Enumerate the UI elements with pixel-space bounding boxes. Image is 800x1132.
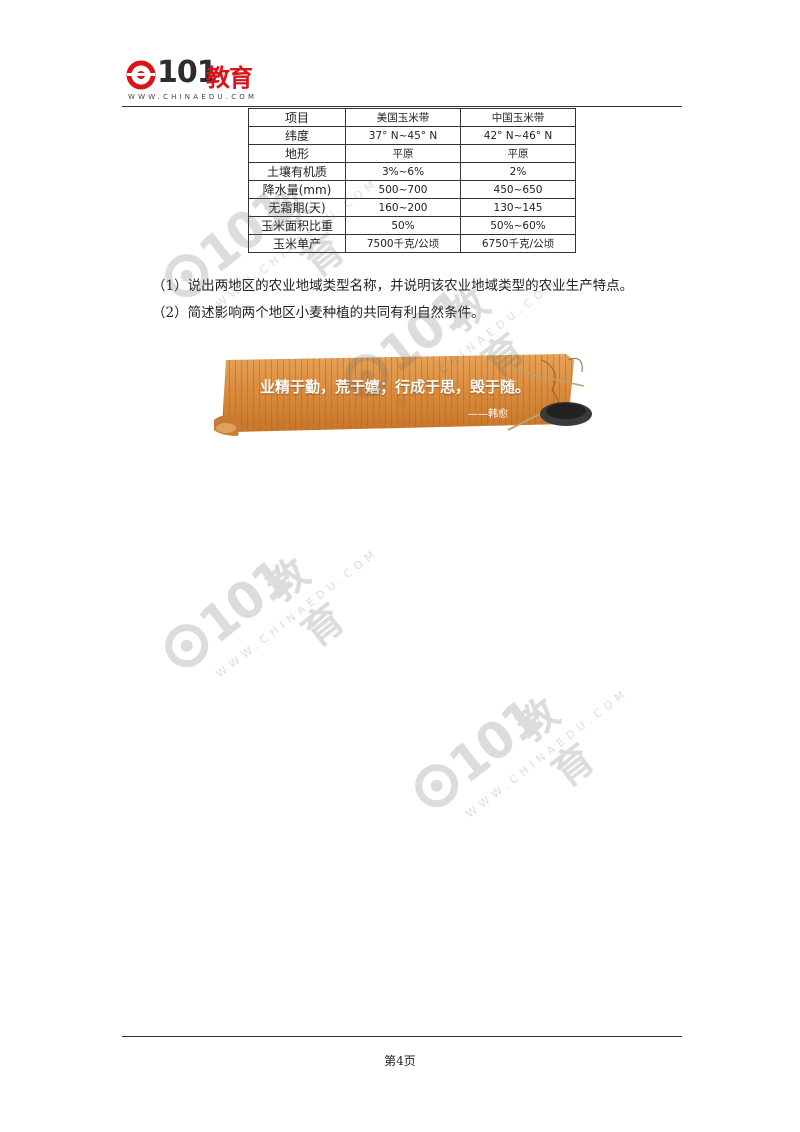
table-row: 降水量(mm) 500~700 450~650 <box>248 180 576 199</box>
bamboo-scroll-icon <box>214 354 592 436</box>
table-row: 玉米单产 7500千克/公顷 6750千克/公顷 <box>248 234 576 253</box>
page-header: 101 教育 WWW.CHINAEDU.COM <box>122 55 682 108</box>
table-cell: 平原 <box>345 144 461 163</box>
watermark-ring-icon <box>345 354 389 398</box>
table-cell: 50%~60% <box>460 216 576 235</box>
table-row: 玉米面积比重 50% 50%~60% <box>248 216 576 235</box>
corn-belt-comparison-table: 项目 美国玉米带 中国玉米带 纬度 37° N~45° N 42° N~46° … <box>248 108 576 253</box>
motto-author: ——韩愈 <box>468 409 508 420</box>
table-cell: 2% <box>460 162 576 181</box>
table-row: 土壤有机质 3%~6% 2% <box>248 162 576 181</box>
table-cell: 土壤有机质 <box>248 162 346 181</box>
table-cell: 6750千克/公顷 <box>460 234 576 253</box>
table-row: 项目 美国玉米带 中国玉米带 <box>248 108 576 127</box>
table-cell: 160~200 <box>345 198 461 217</box>
table-cell: 纬度 <box>248 126 346 145</box>
header-divider <box>122 106 682 107</box>
logo-number: 101 <box>157 55 218 90</box>
motto-scroll-banner: 业精于勤，荒于嬉；行成于思，毁于随。 ——韩愈 <box>212 350 598 436</box>
watermark-ring-icon <box>165 624 209 668</box>
watermark-logo: 101 教育 WWW.CHINAEDU.COM <box>345 276 580 420</box>
chinaedu-logo: 101 教育 WWW.CHINAEDU.COM <box>126 55 266 104</box>
table-cell: 项目 <box>248 108 346 127</box>
table-cell: 平原 <box>460 144 576 163</box>
table-cell: 37° N~45° N <box>345 126 461 145</box>
table-cell: 中国玉米带 <box>460 108 576 127</box>
table-cell: 降水量(mm) <box>248 180 346 199</box>
logo-ring-icon <box>126 60 156 90</box>
table-cell: 3%~6% <box>345 162 461 181</box>
footer-divider <box>122 1036 682 1037</box>
table-cell: 130~145 <box>460 198 576 217</box>
watermark-ring-icon <box>415 764 459 808</box>
logo-url: WWW.CHINAEDU.COM <box>128 93 258 101</box>
table-cell: 玉米单产 <box>248 234 346 253</box>
table-row: 纬度 37° N~45° N 42° N~46° N <box>248 126 576 145</box>
watermark-logo: 101 教育 WWW.CHINAEDU.COM <box>165 176 400 320</box>
table-cell: 450~650 <box>460 180 576 199</box>
watermark-ring-icon <box>165 254 209 298</box>
question-2: （2）简述影响两个地区小麦种植的共同有利自然条件。 <box>152 305 485 321</box>
page-number: 第4页 <box>384 1054 416 1068</box>
table-cell: 7500千克/公顷 <box>345 234 461 253</box>
table-cell: 美国玉米带 <box>345 108 461 127</box>
question-1: （1）说出两地区的农业地域类型名称，并说明该农业地域类型的农业生产特点。 <box>152 278 634 294</box>
table-cell: 42° N~46° N <box>460 126 576 145</box>
watermark-logo: 101 教育 WWW.CHINAEDU.COM <box>415 686 650 830</box>
table-row: 地形 平原 平原 <box>248 144 576 163</box>
logo-chinese: 教育 <box>206 64 253 92</box>
table-cell: 地形 <box>248 144 346 163</box>
watermark-logo: 101 教育 WWW.CHINAEDU.COM <box>165 546 400 690</box>
motto-text: 业精于勤，荒于嬉；行成于思，毁于随。 <box>260 378 531 396</box>
table-cell: 500~700 <box>345 180 461 199</box>
